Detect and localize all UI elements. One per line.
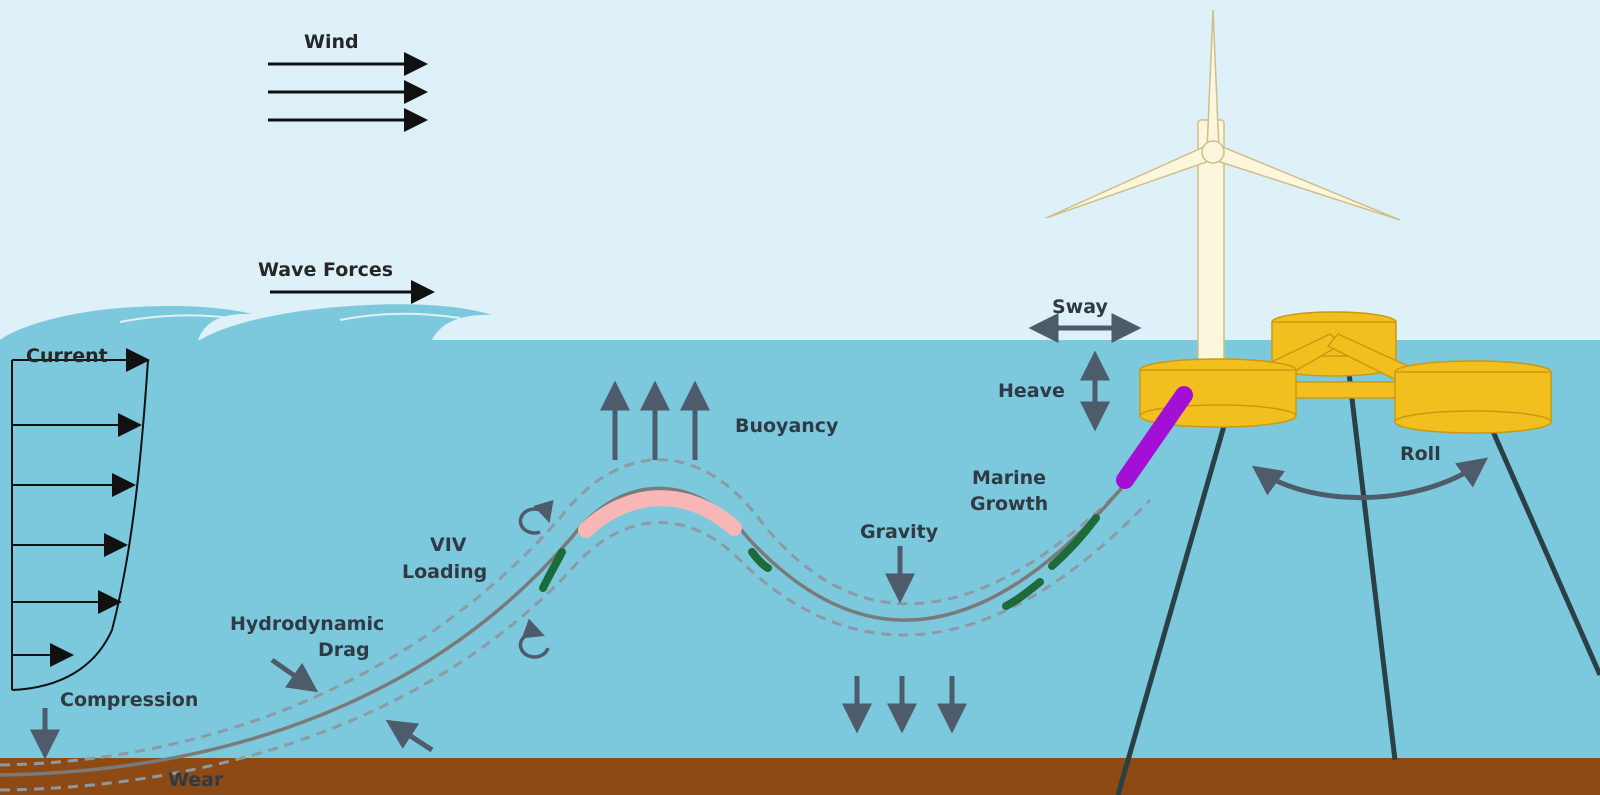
marine-growth-label-line1: Marine: [972, 467, 1046, 489]
sway-label: Sway: [1052, 296, 1108, 318]
bend-stiffener: [1116, 386, 1193, 489]
sky: [0, 0, 1600, 342]
wind-arrows: [268, 52, 428, 132]
force-arrows: [30, 313, 1489, 760]
hub: [1201, 140, 1225, 164]
current-label: Current: [26, 345, 108, 367]
drag-label-line1: Hydrodynamic: [230, 613, 384, 635]
heave-label: Heave: [998, 380, 1065, 402]
roll-label: Roll: [1400, 443, 1441, 465]
wind-turbine: [1045, 9, 1401, 373]
dynamic-cable: [0, 476, 1132, 777]
buoyancy-modules: [578, 490, 742, 538]
waves: [0, 304, 492, 340]
viv-label-line2: Loading: [402, 561, 487, 583]
drag-arrow-lower: [385, 719, 434, 753]
wind-label: Wind: [304, 31, 359, 53]
wave-forces-label: Wave Forces: [258, 259, 393, 281]
mooring-lines: [1115, 364, 1600, 795]
wear-label: Wear: [168, 769, 224, 791]
viv-rotation-icons: [518, 499, 554, 659]
drag-arrow: [270, 657, 319, 693]
current-profile: [11, 348, 150, 691]
drag-label-line2: Drag: [318, 639, 370, 661]
compression-label: Compression: [60, 689, 198, 711]
seabed: [0, 758, 1600, 795]
cable-envelope: [0, 458, 1152, 792]
floating-platform: [1139, 311, 1552, 434]
roll-arrow: [1251, 457, 1489, 500]
gravity-label: Gravity: [860, 521, 939, 543]
viv-label-line1: VIV: [430, 534, 467, 556]
marine-growth-label-line2: Growth: [970, 493, 1048, 515]
buoyancy-label: Buoyancy: [735, 415, 839, 437]
marine-growth: [539, 514, 1100, 610]
sea: [0, 340, 1600, 760]
